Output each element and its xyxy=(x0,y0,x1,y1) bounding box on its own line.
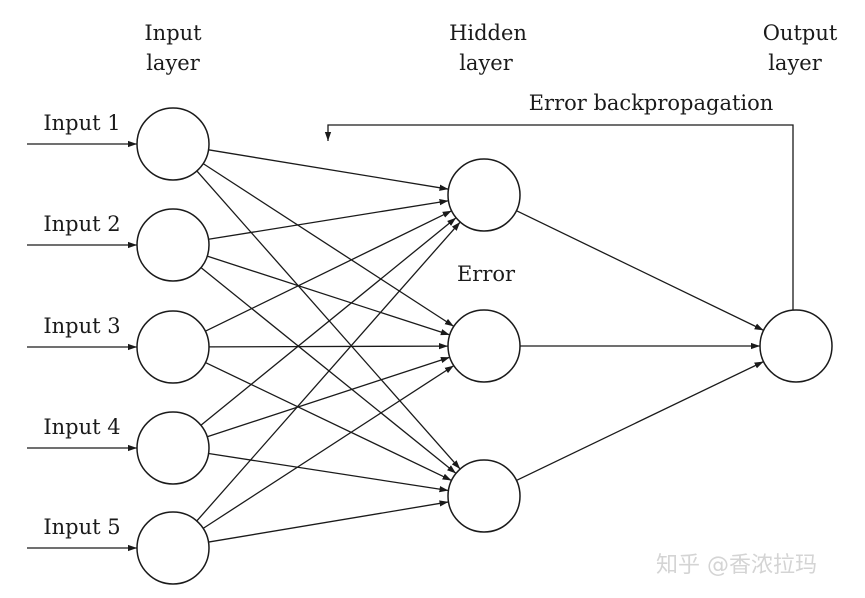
input-layer-title-line2: layer xyxy=(146,51,201,75)
input-arrows xyxy=(27,140,137,552)
edge-input2-to-hidden3 xyxy=(200,267,457,474)
edge-input1-to-hidden2 xyxy=(202,163,455,327)
hidden-layer-title-line2: layer xyxy=(459,51,514,75)
hidden-node-1 xyxy=(447,158,521,232)
output-layer-title-line1: Output xyxy=(763,21,838,45)
output-layer-title-line2: layer xyxy=(768,51,823,75)
backprop-arrow xyxy=(324,124,794,310)
input-node-4 xyxy=(136,411,210,485)
edge-input4-to-hidden2 xyxy=(207,356,450,438)
input-labels: Input 1 Input 2 Input 3 Input 4 Input 5 xyxy=(43,111,120,539)
input-label-5: Input 5 xyxy=(43,515,120,539)
edge-input3-to-hidden2 xyxy=(208,342,449,350)
edge-hidden1-to-output1 xyxy=(516,210,764,331)
edge-input1-to-hidden3 xyxy=(196,170,461,470)
input-label-2: Input 2 xyxy=(43,212,120,236)
edge-input3-to-hidden3 xyxy=(205,361,452,482)
nodes xyxy=(136,107,833,585)
hidden-node-3 xyxy=(447,459,521,533)
error-label: Error xyxy=(457,262,516,286)
input-node-3 xyxy=(136,310,210,384)
edge-input4-to-hidden1 xyxy=(200,217,457,426)
input-node-2 xyxy=(136,208,210,282)
input-label-1: Input 1 xyxy=(43,111,120,135)
edge-input1-to-hidden1 xyxy=(208,149,449,191)
connections xyxy=(196,124,794,543)
input-node-5 xyxy=(136,511,210,585)
edge-input4-to-hidden3 xyxy=(208,452,449,493)
edge-input5-to-hidden1 xyxy=(196,221,461,522)
input-label-4: Input 4 xyxy=(43,415,120,439)
input-label-3: Input 3 xyxy=(43,314,120,338)
edge-input2-to-hidden1 xyxy=(208,199,449,240)
output-node-1 xyxy=(759,309,833,383)
backprop-label: Error backpropagation xyxy=(529,91,774,115)
watermark: 知乎 @香浓拉玛 xyxy=(656,553,817,578)
edge-input3-to-hidden1 xyxy=(205,210,452,332)
input-layer-title-line1: Input xyxy=(144,21,202,45)
input-node-1 xyxy=(136,107,210,181)
edge-hidden3-to-output1 xyxy=(516,361,764,481)
edge-input5-to-hidden2 xyxy=(202,365,455,529)
hidden-layer-title-line1: Hidden xyxy=(449,21,527,45)
edge-input5-to-hidden3 xyxy=(208,500,449,543)
edge-input2-to-hidden2 xyxy=(207,255,450,336)
hidden-node-2 xyxy=(447,309,521,383)
